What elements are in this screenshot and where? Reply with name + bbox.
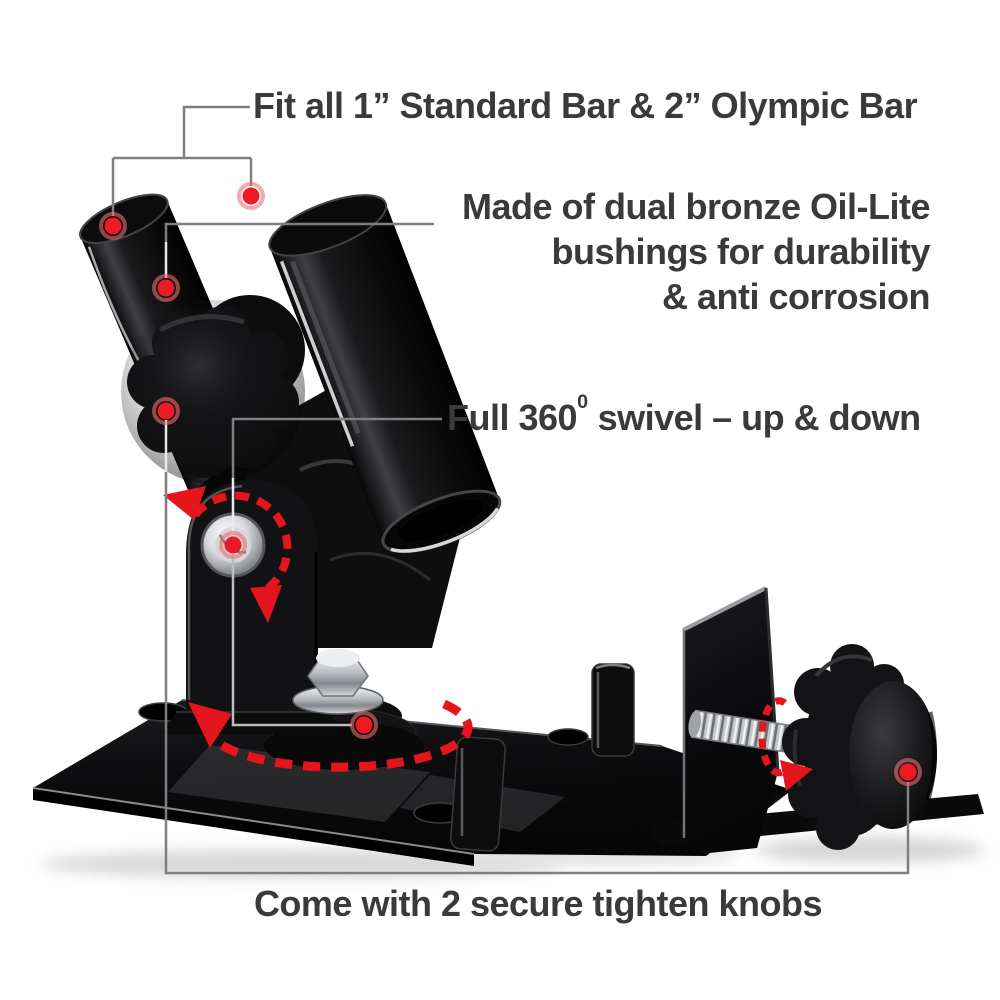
callout-knobs — [164, 420, 910, 875]
annotation-swivel: Full 3600 swivel – up & down — [447, 391, 922, 439]
clamp-tighten-knob — [782, 644, 937, 850]
marker-swivel-pivot — [219, 531, 247, 559]
annotation-bushings-line1: Made of dual bronze Oil-Lite — [461, 186, 931, 227]
annotation-swivel-suffix: swivel – up & down — [588, 397, 922, 438]
annotation-fit-bars: Fit all 1” Standard Bar & 2” Olympic Bar — [253, 85, 918, 126]
marker-swivel-base — [350, 711, 378, 739]
annotation-bushings-line3: & anti corrosion — [661, 276, 931, 317]
base-rotation-arc — [204, 699, 473, 772]
annotation-swivel-degree: 0 — [577, 391, 589, 414]
marker-standard-bar-tube — [99, 212, 127, 240]
callout-lines — [111, 105, 910, 875]
callout-swivel — [231, 417, 442, 727]
annotation-bushings: Made of dual bronze Oil-Lite bushings fo… — [461, 184, 931, 319]
annotation-knobs: Come with 2 secure tighten knobs — [253, 883, 823, 924]
swivel-hex-bolt — [292, 649, 384, 715]
marker-oil-lite-bushing — [152, 274, 180, 302]
marker-clamp-knob — [894, 758, 922, 786]
plate-hole — [547, 728, 589, 746]
plate-hook-rear — [591, 663, 635, 757]
callout-fit-bars — [111, 105, 253, 216]
marker-olympic-bar-tube — [237, 182, 265, 210]
rotation-arrows — [191, 491, 791, 777]
annotation-swivel-prefix: Full 360 — [447, 397, 578, 438]
knob-twist-arc — [758, 697, 791, 777]
rotation-arrowheads — [163, 486, 813, 791]
annotation-bushings-line2: bushings for durability — [551, 231, 930, 272]
olympic-bar-tube — [268, 194, 502, 554]
pivot-rotation-arc — [191, 491, 292, 594]
front-tighten-knob — [121, 295, 305, 484]
callout-bushings — [164, 222, 434, 278]
plate-hook-front — [450, 736, 506, 852]
marker-front-tighten-knob — [152, 397, 180, 425]
marker-dots — [99, 182, 922, 786]
